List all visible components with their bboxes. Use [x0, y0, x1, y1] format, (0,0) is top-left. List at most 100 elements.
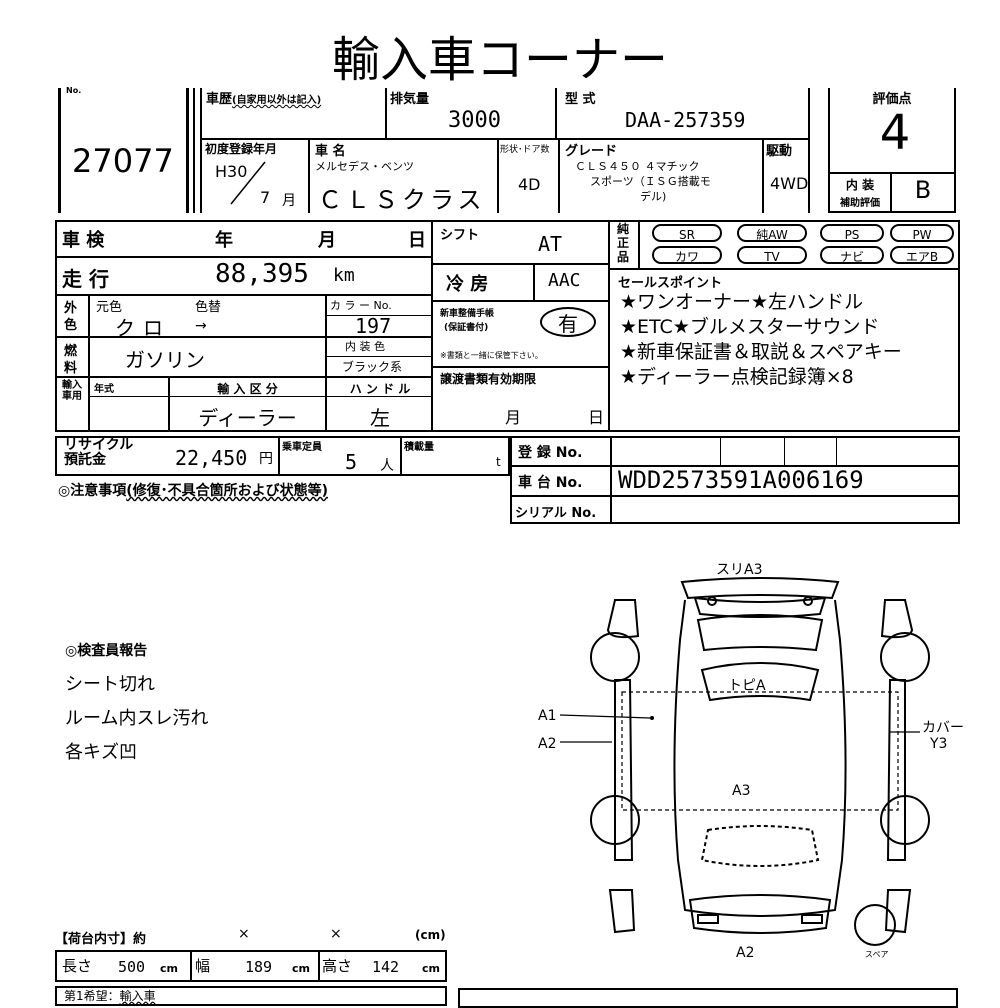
shift-value: AT [538, 232, 563, 256]
slash-divider [230, 161, 266, 205]
diagram-label-a2-left: A2 [538, 736, 556, 752]
inspector-item: シート切れ [65, 674, 155, 695]
warranty-value: 有 [540, 307, 596, 337]
drive-label: 駆動 [766, 144, 793, 159]
warranty-note: ※書類と一緒に保管下さい。 [440, 351, 543, 360]
transfer-day: 日 [588, 408, 605, 427]
color-side1: 外 [64, 301, 78, 316]
first-reg-label: 初度登録年月 [205, 142, 278, 156]
cargo-x1: × [238, 926, 250, 942]
int-color-label: 内 装 色 [345, 340, 385, 353]
capacity-value: 5 [345, 450, 358, 474]
page-title: 輸入車コーナー [331, 32, 668, 88]
car-damage-diagram: スリA3 トピA A1 A2 A3 A2 カバー Y3 スペア [538, 562, 964, 961]
header-grid [200, 88, 810, 213]
equip-leather: カワ [652, 246, 722, 264]
grade-label: グレード [565, 144, 618, 159]
ac-value: AAC [548, 270, 581, 291]
color-change-label: 色替 [195, 300, 222, 315]
first-reg-year: H30 [215, 162, 248, 181]
sales-point: ★新車保証書＆取説＆スペアキー [620, 341, 902, 363]
inspection-year: 年 [215, 230, 233, 251]
inspector-label: ◎検査員報告 [65, 643, 148, 659]
sales-point: ★ワンオーナー★左ハンドル [620, 291, 864, 313]
import-year-label: 年式 [94, 384, 114, 395]
equip-alloy: 純AW [737, 224, 807, 242]
inspector-item: ルーム内スレ汚れ [65, 708, 209, 729]
transfer-month: 月 [505, 408, 522, 427]
grade-line1: ＣＬＳ４５０ ４マチック [575, 160, 700, 173]
capacity-label: 乗車定員 [282, 442, 322, 453]
transfer-label: 譲渡書類有効期限 [440, 372, 537, 386]
sales-points-label: セールスポイント [618, 276, 723, 291]
car-maker: メルセデス・ベンツ [315, 160, 414, 173]
import-kubun: ディーラー [198, 406, 297, 430]
preference-label: 第1希望：輸入車 [64, 989, 156, 1003]
interior-label2: 補助評価 [840, 198, 880, 209]
cargo-length-unit: cm [160, 962, 178, 975]
diagram-label-top: スリA3 [716, 562, 762, 578]
body-value: 4D [518, 175, 541, 194]
handle-label: ハ ン ド ル [349, 382, 411, 396]
color-label: 元色 [96, 300, 123, 315]
score-value: 4 [879, 105, 911, 161]
capacity-unit: 人 [380, 458, 394, 474]
body-label: 形状･ドア数 [500, 145, 550, 155]
sales-point: ★ディーラー点検記録簿×8 [620, 366, 854, 388]
load-label: 積載量 [404, 442, 434, 453]
cargo-width: 189 [245, 958, 273, 976]
model-code-value: DAA-257359 [625, 108, 746, 132]
cargo-width-unit: cm [292, 962, 310, 975]
equip-navi: ナビ [820, 246, 884, 264]
color-side2: 色 [64, 318, 78, 333]
diagram-label-right2: Y3 [929, 736, 947, 752]
equip-airbag: エアB [890, 246, 954, 264]
inspector-list: シート切れ ルーム内スレ汚れ 各キズ凹 [65, 668, 208, 770]
diagram-label-a3: A3 [732, 783, 750, 799]
details-grid-center [433, 220, 610, 432]
notes-label: ◎注意事項(修復･不具合箇所および状態等) [58, 483, 329, 499]
lot-bracket [58, 88, 191, 213]
recycle-value: 22,450 [175, 446, 248, 470]
cargo-length-label: 長さ [62, 957, 93, 975]
equipment-label: 純正品 [617, 222, 630, 264]
cargo-label: 【荷台内寸】約 [55, 932, 147, 947]
recycle-row [55, 436, 510, 476]
displacement-value: 3000 [448, 108, 501, 133]
serial-label: シリアル No. [515, 506, 597, 521]
cargo-height-unit: cm [422, 962, 440, 975]
score-label: 評価点 [872, 92, 912, 107]
details-grid-left [55, 220, 433, 432]
chassis-value: WDD2573591A006169 [618, 466, 864, 494]
load-unit: t [496, 455, 501, 469]
warranty-label2: (保証書付) [444, 323, 489, 333]
grade-line3: デル) [640, 190, 667, 203]
cargo-height-label: 高さ [322, 957, 353, 975]
interior-label1: 内 装 [845, 178, 875, 192]
sales-point: ★ETC★ブルメスターサウンド [620, 316, 880, 338]
model-code-label: 型 式 [565, 92, 596, 107]
interior-value: B [914, 176, 932, 204]
color-arrow: → [195, 318, 207, 334]
handle-value: 左 [370, 406, 390, 430]
import-kubun-label: 輸 入 区 分 [217, 382, 278, 396]
displacement-label: 排気量 [390, 92, 430, 107]
car-model: ＣＬＳクラス [318, 186, 486, 214]
diagram-label-roof: トピA [728, 678, 766, 694]
inspection-label: 車 検 [62, 230, 105, 251]
cargo-height: 142 [372, 958, 400, 976]
mileage-value: 88,395 [215, 259, 309, 289]
equip-pw: PW [890, 224, 954, 242]
equip-sr: SR [652, 224, 722, 242]
int-color-value: ブラック系 [342, 360, 403, 374]
recycle-unit: 円 [259, 451, 273, 467]
mileage-label: 走 行 [62, 267, 109, 291]
diagram-label-a1: A1 [538, 708, 556, 724]
inspector-item: 各キズ凹 [65, 742, 137, 763]
inspection-day: 日 [408, 230, 426, 251]
first-reg-month: 7 [260, 188, 271, 207]
first-reg-month-unit: 月 [282, 193, 296, 209]
drive-value: 4WD [770, 174, 809, 193]
color-value: クロ [115, 316, 171, 340]
lot-label: No. [66, 86, 82, 95]
